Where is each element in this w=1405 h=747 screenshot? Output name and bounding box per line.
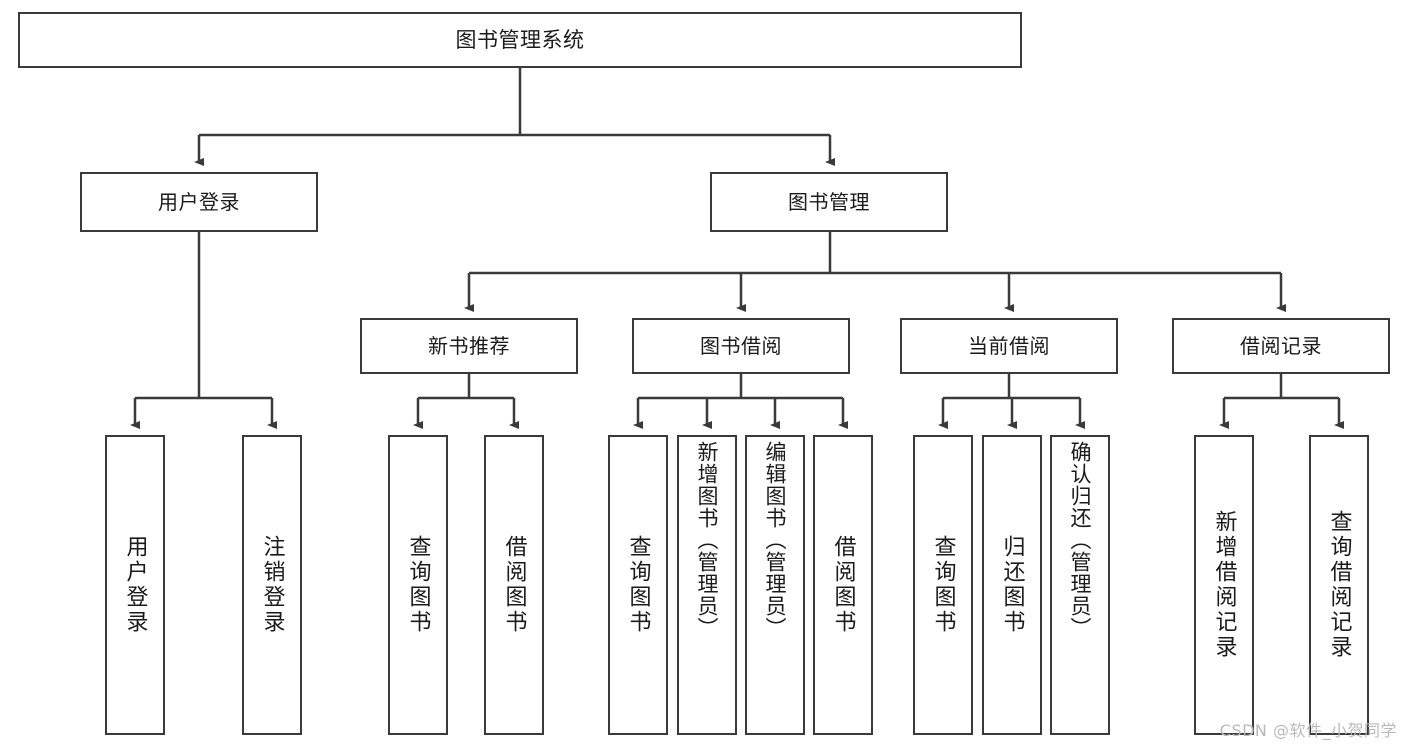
node-label: 新书推荐	[428, 333, 510, 358]
leaf-node-logout[interactable]: 注销登录	[242, 435, 302, 735]
node-label: 借阅记录	[1240, 333, 1322, 358]
leaf-node-edit-book-admin[interactable]: 编辑图书（管理员）	[745, 435, 805, 735]
leaf-node-query-book-rec[interactable]: 查询图书	[388, 435, 448, 735]
node-book-management-system[interactable]: 图书管理系统	[18, 12, 1022, 68]
node-label: 新增借阅记录	[1211, 510, 1237, 660]
leaf-node-add-borrow-record[interactable]: 新增借阅记录	[1194, 435, 1254, 735]
leaf-node-borrow-book[interactable]: 借阅图书	[813, 435, 873, 735]
node-book-borrowing[interactable]: 图书借阅	[632, 318, 850, 374]
node-current-borrowing[interactable]: 当前借阅	[900, 318, 1118, 374]
node-label: 查询借阅记录	[1326, 510, 1352, 660]
leaf-node-query-book-borrow[interactable]: 查询图书	[608, 435, 668, 735]
leaf-node-borrow-book-rec[interactable]: 借阅图书	[484, 435, 544, 735]
node-label: 图书管理	[788, 189, 870, 214]
node-label: 查询图书	[405, 535, 431, 635]
node-label: 编辑图书（管理员）	[763, 441, 788, 639]
watermark: CSDN @软件_小贺同学	[1219, 721, 1397, 740]
node-label: 确认归还（管理员）	[1068, 441, 1093, 639]
leaf-node-confirm-return-admin[interactable]: 确认归还（管理员）	[1050, 435, 1110, 735]
node-label: 新增图书（管理员）	[695, 441, 720, 639]
leaf-node-return-book[interactable]: 归还图书	[982, 435, 1042, 735]
node-label: 图书借阅	[700, 333, 782, 358]
node-label: 图书管理系统	[455, 27, 585, 52]
node-label: 借阅图书	[501, 535, 527, 635]
node-label: 当前借阅	[968, 333, 1050, 358]
node-borrowing-record[interactable]: 借阅记录	[1172, 318, 1390, 374]
leaf-node-query-book-current[interactable]: 查询图书	[913, 435, 973, 735]
node-label: 归还图书	[999, 535, 1025, 635]
node-new-book-recommendation[interactable]: 新书推荐	[360, 318, 578, 374]
leaf-node-user-login[interactable]: 用户登录	[105, 435, 165, 735]
node-label: 借阅图书	[830, 535, 856, 635]
node-label: 用户登录	[158, 189, 240, 214]
node-label: 注销登录	[259, 535, 285, 635]
leaf-node-add-book-admin[interactable]: 新增图书（管理员）	[677, 435, 737, 735]
node-user-login[interactable]: 用户登录	[80, 172, 318, 232]
leaf-node-query-borrow-record[interactable]: 查询借阅记录	[1309, 435, 1369, 735]
node-book-management[interactable]: 图书管理	[710, 172, 948, 232]
node-label: 查询图书	[930, 535, 956, 635]
node-label: 用户登录	[122, 535, 148, 635]
node-label: 查询图书	[625, 535, 651, 635]
